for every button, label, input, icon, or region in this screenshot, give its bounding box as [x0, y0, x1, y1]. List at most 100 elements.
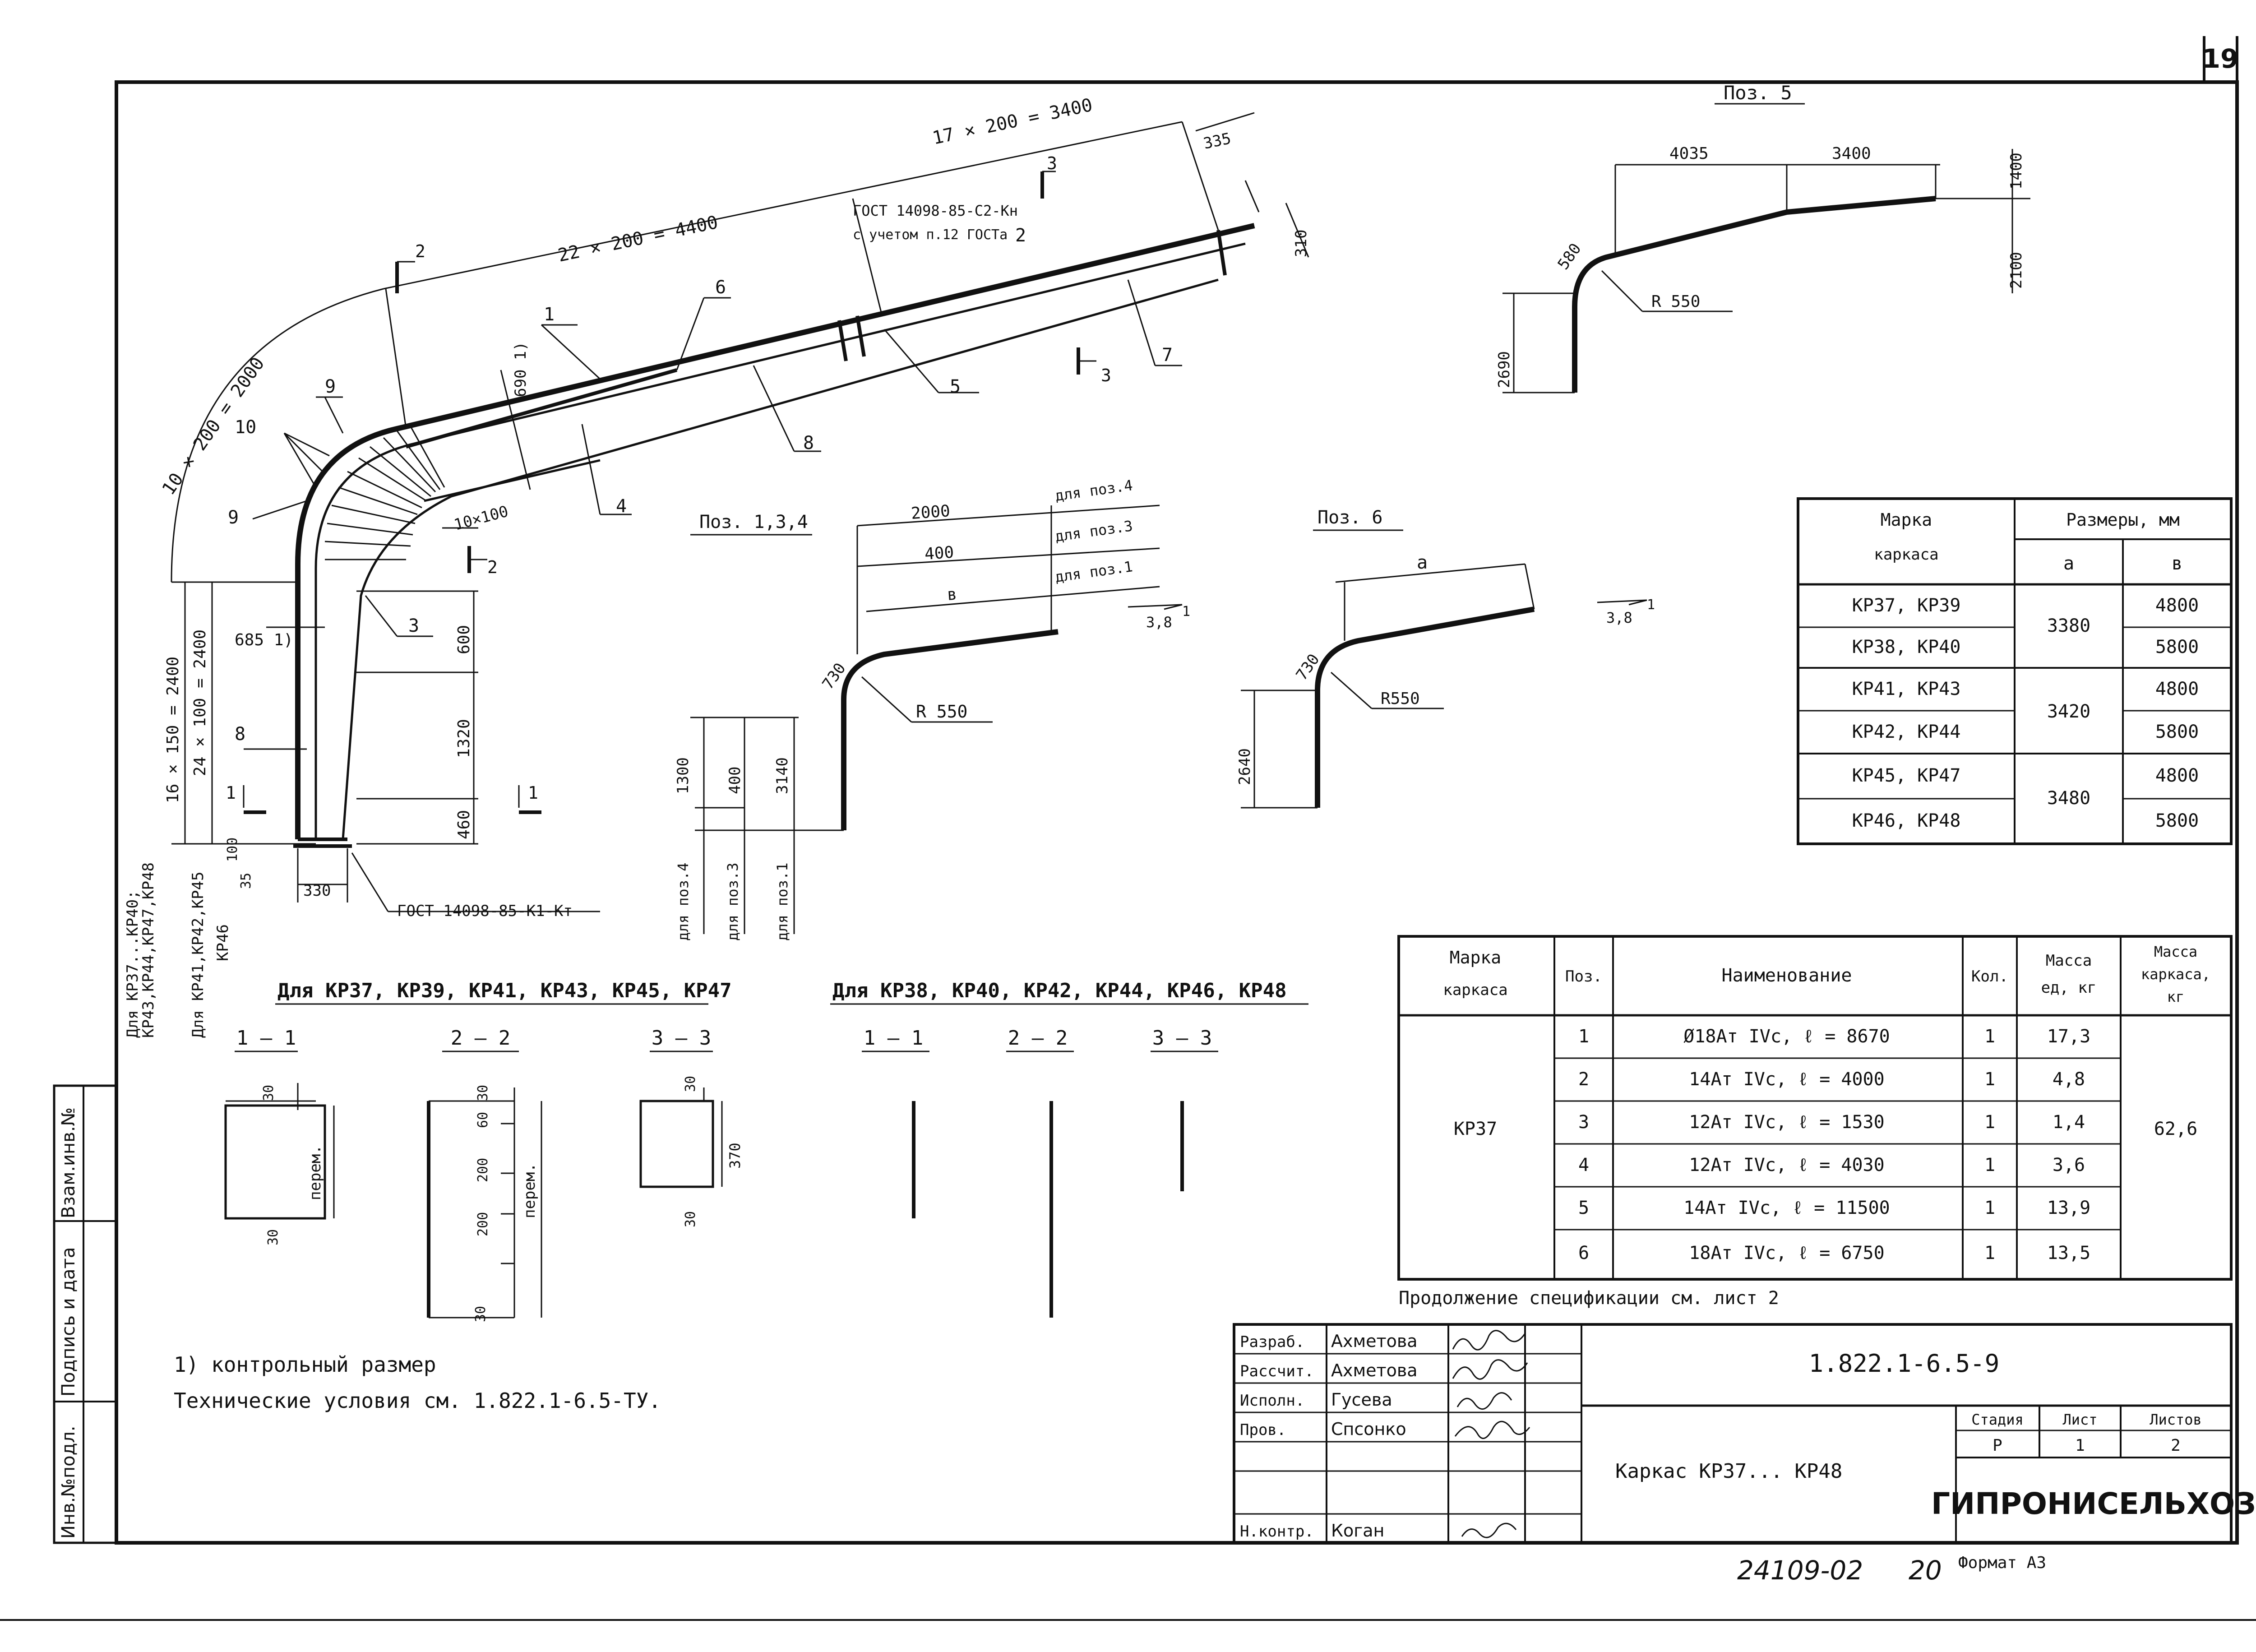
callout-8b: 8 [235, 724, 245, 745]
sizes-b-value: 5800 [2155, 637, 2199, 657]
tb-doc-code: 1.822.1-6.5-9 [1809, 1349, 2000, 1378]
sizes-a-value: 3480 [2047, 788, 2090, 809]
dim-top-left: 22 × 200 = 4400 [556, 212, 720, 266]
sizes-row-mark: КР45, КР47 [1852, 765, 1961, 786]
note-2: Технические условия см. 1.822.1-6.5-ТУ. [174, 1388, 661, 1413]
callout-9a: 9 [325, 376, 336, 397]
callout-3: 3 [408, 615, 419, 636]
spec-table [1397, 935, 2233, 1281]
spec-row-name: Ø18Ат IVс, ℓ = 8670 [1683, 1026, 1890, 1047]
spec-frame-mass: 62,6 [2154, 1119, 2197, 1139]
tb-name: Спсонко [1331, 1419, 1406, 1439]
spec-row-name: 18Ат IVс, ℓ = 6750 [1689, 1243, 1884, 1263]
spec-h-qty: Кол. [1971, 967, 2008, 986]
poz134-dim-b: в [947, 585, 957, 604]
poz134-dim-400v: 400 [726, 767, 744, 794]
sections-right-22: 2 – 2 [1008, 1027, 1068, 1050]
sections-right-11: 1 – 1 [864, 1027, 923, 1050]
sizes-row-mark: КР38, КР40 [1852, 637, 1961, 657]
dim-310: 310 [1292, 230, 1310, 257]
spec-h-mark: Марка [1450, 948, 1501, 967]
spec-row-mass: 17,3 [2047, 1026, 2090, 1047]
tb-stage-h: Стадия [1971, 1411, 2024, 1428]
poz134-lab-1: для поз.1 [774, 863, 791, 941]
tb-role: Н.контр. [1240, 1522, 1314, 1541]
sizes-b-value: 4800 [2155, 679, 2199, 699]
tb-sheets: 2 [2171, 1436, 2181, 1455]
callout-2: 2 [1015, 225, 1026, 246]
dim-460: 460 [455, 810, 473, 839]
poz134-slope-one: 1 [1182, 604, 1190, 620]
sizes-row-mark: КР42, КР44 [1852, 722, 1961, 742]
dim-35: 35 [238, 873, 254, 889]
spec-mark: КР37 [1454, 1119, 1497, 1139]
poz5-drawing [1502, 103, 2030, 393]
tb-name: Ахметова [1331, 1360, 1418, 1380]
section-mark-2b: 2 [487, 557, 498, 577]
tb-role: Рассчит. [1240, 1362, 1314, 1380]
spec-row-qty: 1 [1984, 1243, 1995, 1263]
spec-row-qty: 1 [1984, 1112, 1995, 1133]
spec-h-mass2: ед, кг [2041, 979, 2097, 997]
tb-org: ГИПРОНИСЕЛЬХОЗ [1931, 1486, 2256, 1521]
dim-685: 685 1) [235, 631, 293, 649]
callout-8: 8 [803, 433, 814, 453]
footer-inv: 24109-02 [1737, 1555, 1863, 1586]
side-label-d: КР46 [214, 924, 232, 961]
dim-16x150: 16 × 150 = 2400 [164, 657, 182, 803]
spec-row-name: 14Ат IVс, ℓ = 11500 [1683, 1198, 1890, 1218]
sizes-h-mark: Марка [1881, 510, 1932, 530]
callout-9b: 9 [228, 507, 239, 528]
main-drawing [171, 112, 1309, 912]
callout-10: 10 [235, 417, 256, 438]
tb-role: Разраб. [1240, 1333, 1304, 1351]
tb-role: Исполн. [1240, 1392, 1304, 1410]
sec-dim-30d: 30 [473, 1306, 489, 1322]
gost-bottom: ГОСТ 14098-85-К1-Кт [397, 902, 573, 920]
poz134-dim-400: 400 [924, 543, 955, 564]
poz134-note-b: для поз.3 [1054, 517, 1134, 545]
section-mark-2a: 2 [415, 241, 425, 261]
sec-dim-200a: 200 [475, 1158, 491, 1182]
spec-row-qty: 1 [1984, 1198, 1995, 1218]
sec-dim-30f: 30 [683, 1211, 698, 1227]
sections-left-11: 1 – 1 [236, 1027, 296, 1050]
spec-row-qty: 1 [1984, 1069, 1995, 1090]
spec-row-mass: 13,9 [2047, 1198, 2090, 1218]
tb-sheet: 1 [2075, 1436, 2085, 1455]
poz6-radius: R550 [1381, 689, 1420, 708]
tb-sheet-h: Лист [2062, 1411, 2097, 1428]
section-mark-3b: 3 [1101, 366, 1111, 385]
poz134-radius: R 550 [916, 702, 967, 722]
poz134-dim-2000: 2000 [911, 502, 951, 523]
spec-h-mark2: каркаса [1443, 981, 1507, 999]
side-stamp-c3: Инв.№подл. [58, 1425, 79, 1539]
spec-row-qty: 1 [1984, 1026, 1995, 1047]
section-mark-3a: 3 [1047, 153, 1057, 173]
spec-h-name: Наименование [1722, 965, 1852, 986]
sections-right-33: 3 – 3 [1152, 1027, 1212, 1050]
dim-top-right: 17 × 200 = 3400 [931, 95, 1095, 149]
poz134-slope: 3,8 [1146, 614, 1172, 631]
gost-note-2: с учетом п.12 ГОСТа [853, 227, 1008, 243]
signatures [1452, 1330, 1530, 1538]
side-stamp-c2: Подпись и дата [58, 1247, 79, 1397]
side-stamp-c1: Взам.инв.№ [58, 1107, 79, 1218]
sections-left-22: 2 – 2 [451, 1027, 510, 1050]
footer-num: 20 [1909, 1555, 1942, 1586]
poz5-dim-3400: 3400 [1832, 144, 1871, 163]
sec-dim-30b: 30 [265, 1229, 281, 1245]
spec-row-pos: 2 [1578, 1069, 1589, 1090]
sizes-h-a: а [2063, 553, 2074, 574]
gost-note-1: ГОСТ 14098-85-С2-Кн [853, 202, 1018, 219]
spec-row-mass: 13,5 [2047, 1243, 2090, 1263]
spec-row-mass: 1,4 [2053, 1112, 2085, 1133]
spec-continuation: Продолжение спецификации см. лист 2 [1399, 1288, 1779, 1309]
poz5-dim-2100: 2100 [2007, 252, 2025, 289]
tb-name: Гусева [1331, 1390, 1392, 1410]
poz6-slope: 3,8 [1606, 609, 1632, 626]
poz5-radius: R 550 [1651, 292, 1700, 311]
sections-left-33: 3 – 3 [652, 1027, 711, 1050]
sec-perem: перем. [306, 1145, 324, 1200]
tb-stage: Р [1992, 1436, 2002, 1455]
